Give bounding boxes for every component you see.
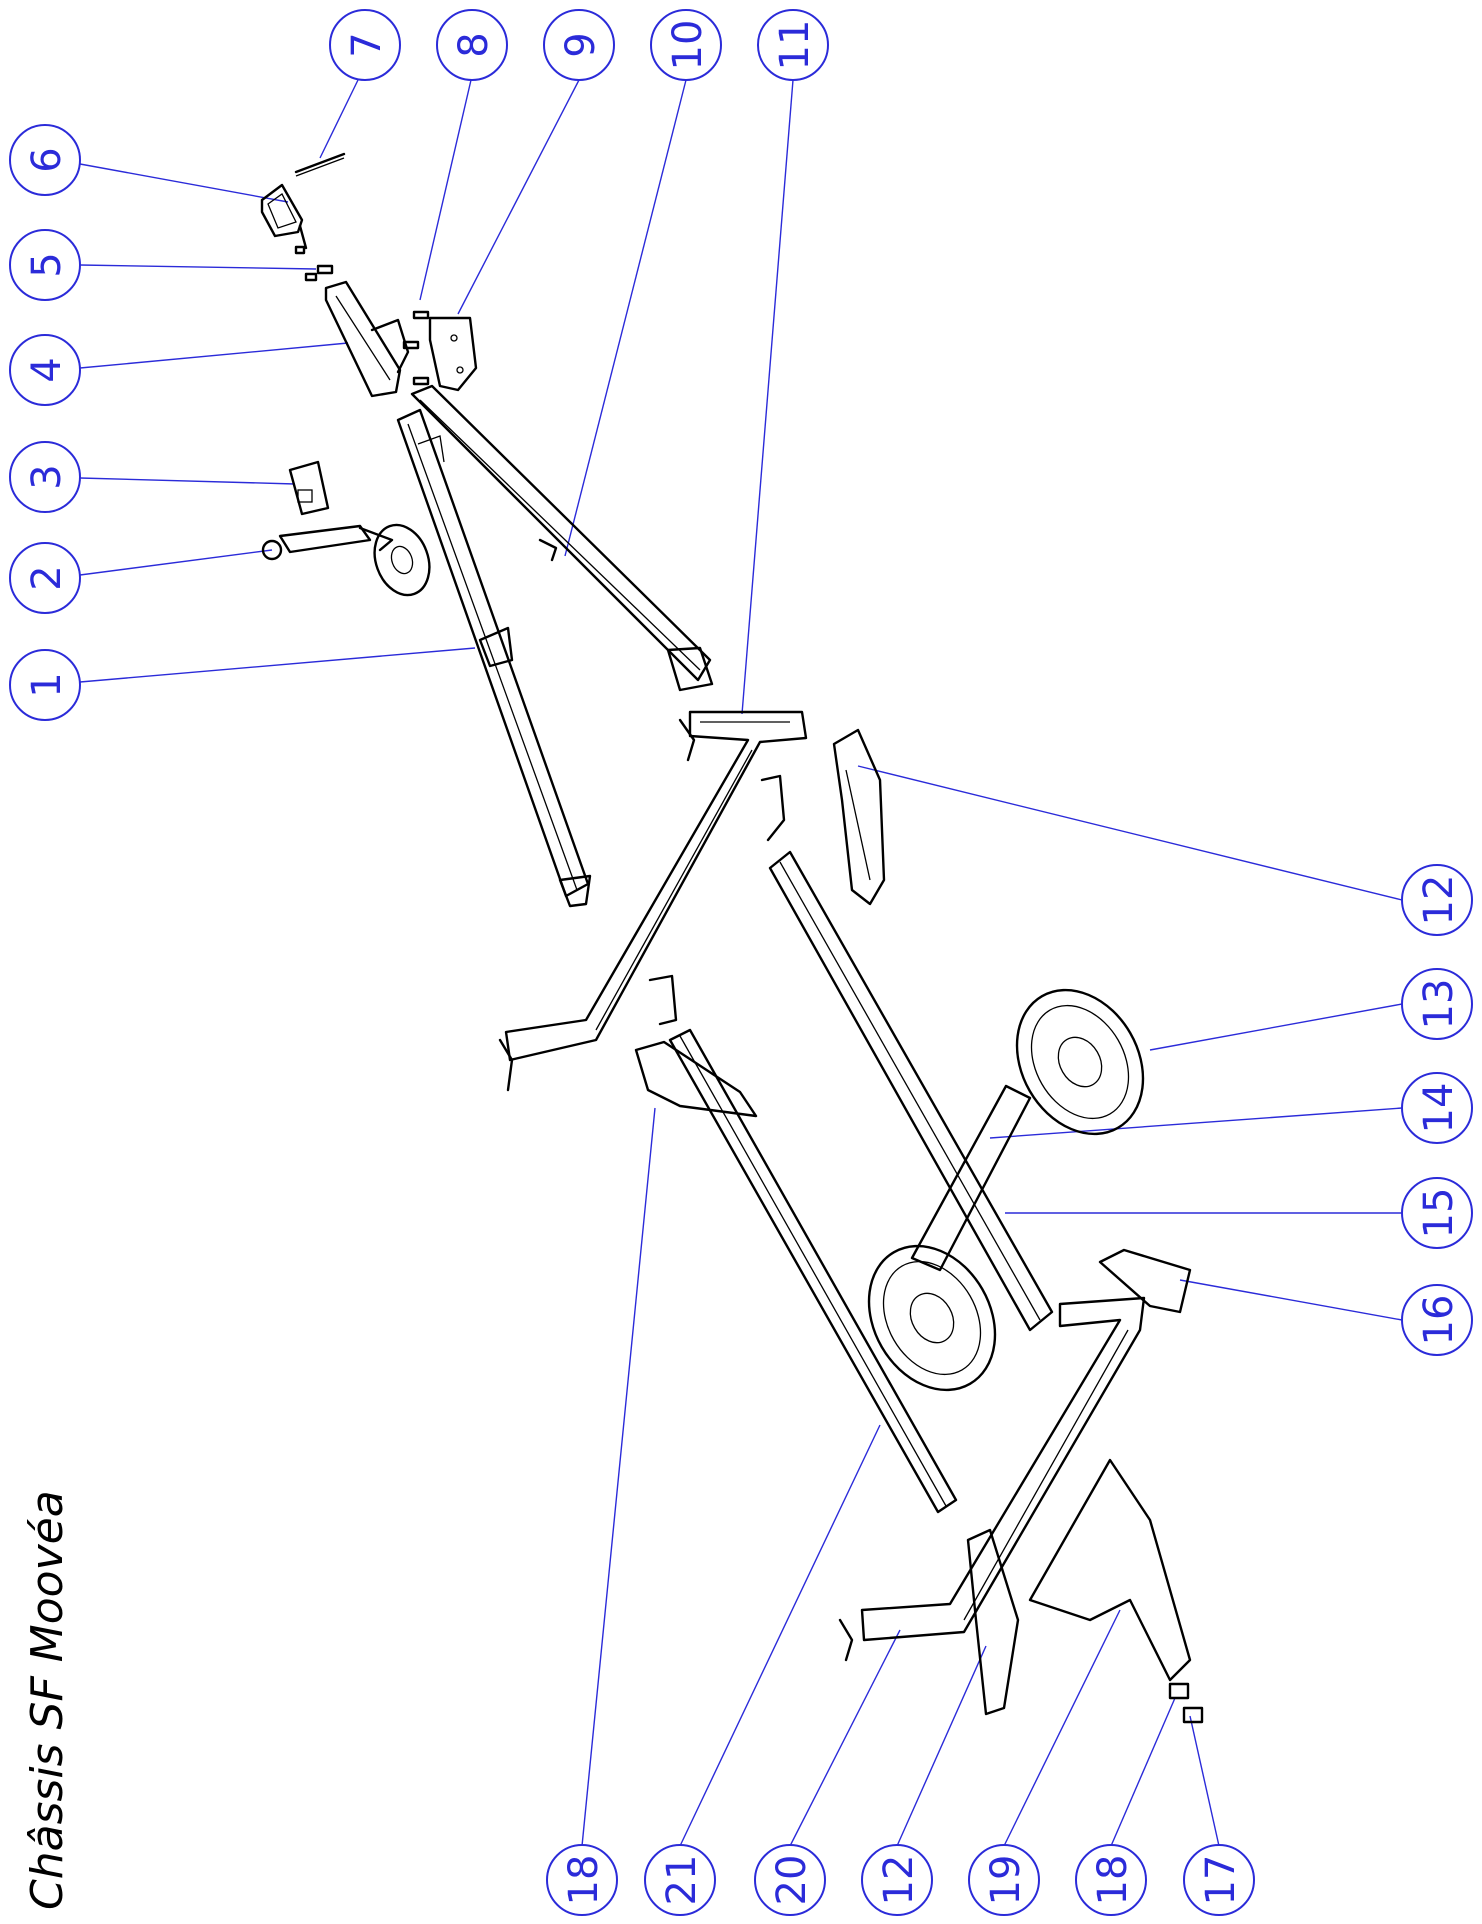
part-5-bolts xyxy=(304,264,334,282)
callout-12-bottom: 12 xyxy=(861,1844,933,1916)
callout-19: 19 xyxy=(968,1844,1040,1916)
part-20-rear-crossmember xyxy=(838,1296,1146,1662)
part-19-stand xyxy=(1028,1458,1192,1682)
callout-13: 13 xyxy=(1401,968,1473,1040)
svg-text:8: 8 xyxy=(451,32,497,57)
callout-17: 17 xyxy=(1183,1844,1255,1916)
svg-text:18: 18 xyxy=(561,1855,607,1906)
part-16-bracket xyxy=(1098,1248,1192,1314)
part-21-side-rail xyxy=(668,1028,958,1514)
part-6-coupling-head xyxy=(260,183,308,255)
svg-text:11: 11 xyxy=(772,20,818,71)
svg-text:4: 4 xyxy=(24,357,70,382)
svg-text:5: 5 xyxy=(24,252,70,277)
svg-text:17: 17 xyxy=(1198,1855,1244,1906)
callout-18-right: 18 xyxy=(1075,1844,1147,1916)
part-14-axle xyxy=(910,1084,1032,1272)
callout-6: 6 xyxy=(9,124,81,196)
part-15-side-rail xyxy=(768,850,1054,1332)
callout-12-top: 12 xyxy=(1401,864,1473,936)
callout-3: 3 xyxy=(9,441,81,513)
part-8-pins xyxy=(402,310,430,386)
part-12-side-bracket-bottom xyxy=(966,1528,1020,1716)
part-18-mount-bracket xyxy=(634,1040,758,1118)
callout-10: 10 xyxy=(650,9,722,81)
callout-20: 20 xyxy=(754,1844,826,1916)
part-17-small-plate xyxy=(1182,1706,1204,1724)
svg-text:1: 1 xyxy=(24,672,70,697)
svg-text:16: 16 xyxy=(1416,1295,1462,1346)
svg-text:19: 19 xyxy=(983,1855,1029,1906)
svg-text:18: 18 xyxy=(1090,1855,1136,1906)
part-18-small-plate xyxy=(1168,1682,1190,1700)
callout-11: 11 xyxy=(757,9,829,81)
callout-15: 15 xyxy=(1401,1177,1473,1249)
part-9-bracket-plate xyxy=(428,316,478,392)
callout-8: 8 xyxy=(436,9,508,81)
part-13-wheel-right xyxy=(1015,988,1145,1136)
part-7-strap xyxy=(294,152,346,177)
drawing-title: Châssis SF Moovéa xyxy=(22,1490,73,1910)
part-11-front-crossmember xyxy=(498,710,808,1092)
part-1-main-drawbar xyxy=(396,408,592,908)
svg-text:12: 12 xyxy=(876,1855,922,1906)
svg-text:14: 14 xyxy=(1416,1083,1462,1134)
svg-text:13: 13 xyxy=(1416,979,1462,1030)
callout-1: 1 xyxy=(9,649,81,721)
callouts: 1 2 3 4 5 6 7 8 9 10 11 12 13 14 15 16 2… xyxy=(9,9,1473,1916)
callout-5: 5 xyxy=(9,229,81,301)
svg-text:3: 3 xyxy=(24,464,70,489)
callout-18-left: 18 xyxy=(546,1844,618,1916)
svg-text:6: 6 xyxy=(24,147,70,172)
svg-text:12: 12 xyxy=(1416,875,1462,926)
part-wheel-left xyxy=(867,1244,997,1392)
svg-text:9: 9 xyxy=(558,32,604,57)
callout-21: 21 xyxy=(644,1844,716,1916)
svg-text:15: 15 xyxy=(1416,1188,1462,1239)
callout-14: 14 xyxy=(1401,1072,1473,1144)
callout-16: 16 xyxy=(1401,1284,1473,1356)
svg-text:10: 10 xyxy=(665,20,711,71)
leader-lines xyxy=(79,79,1403,1847)
callout-7: 7 xyxy=(329,9,401,81)
part-2-jockey-wheel xyxy=(261,523,431,597)
callout-9: 9 xyxy=(543,9,615,81)
part-10-drawbar-arm xyxy=(410,384,714,692)
part-3-clamp xyxy=(288,460,330,516)
callout-2: 2 xyxy=(9,542,81,614)
svg-text:20: 20 xyxy=(769,1855,815,1906)
part-12-side-bracket-top xyxy=(832,728,886,906)
svg-text:7: 7 xyxy=(344,32,390,57)
svg-text:2: 2 xyxy=(24,565,70,590)
part-4-drawbar-head xyxy=(324,280,410,398)
svg-text:21: 21 xyxy=(659,1855,705,1906)
callout-4: 4 xyxy=(9,334,81,406)
